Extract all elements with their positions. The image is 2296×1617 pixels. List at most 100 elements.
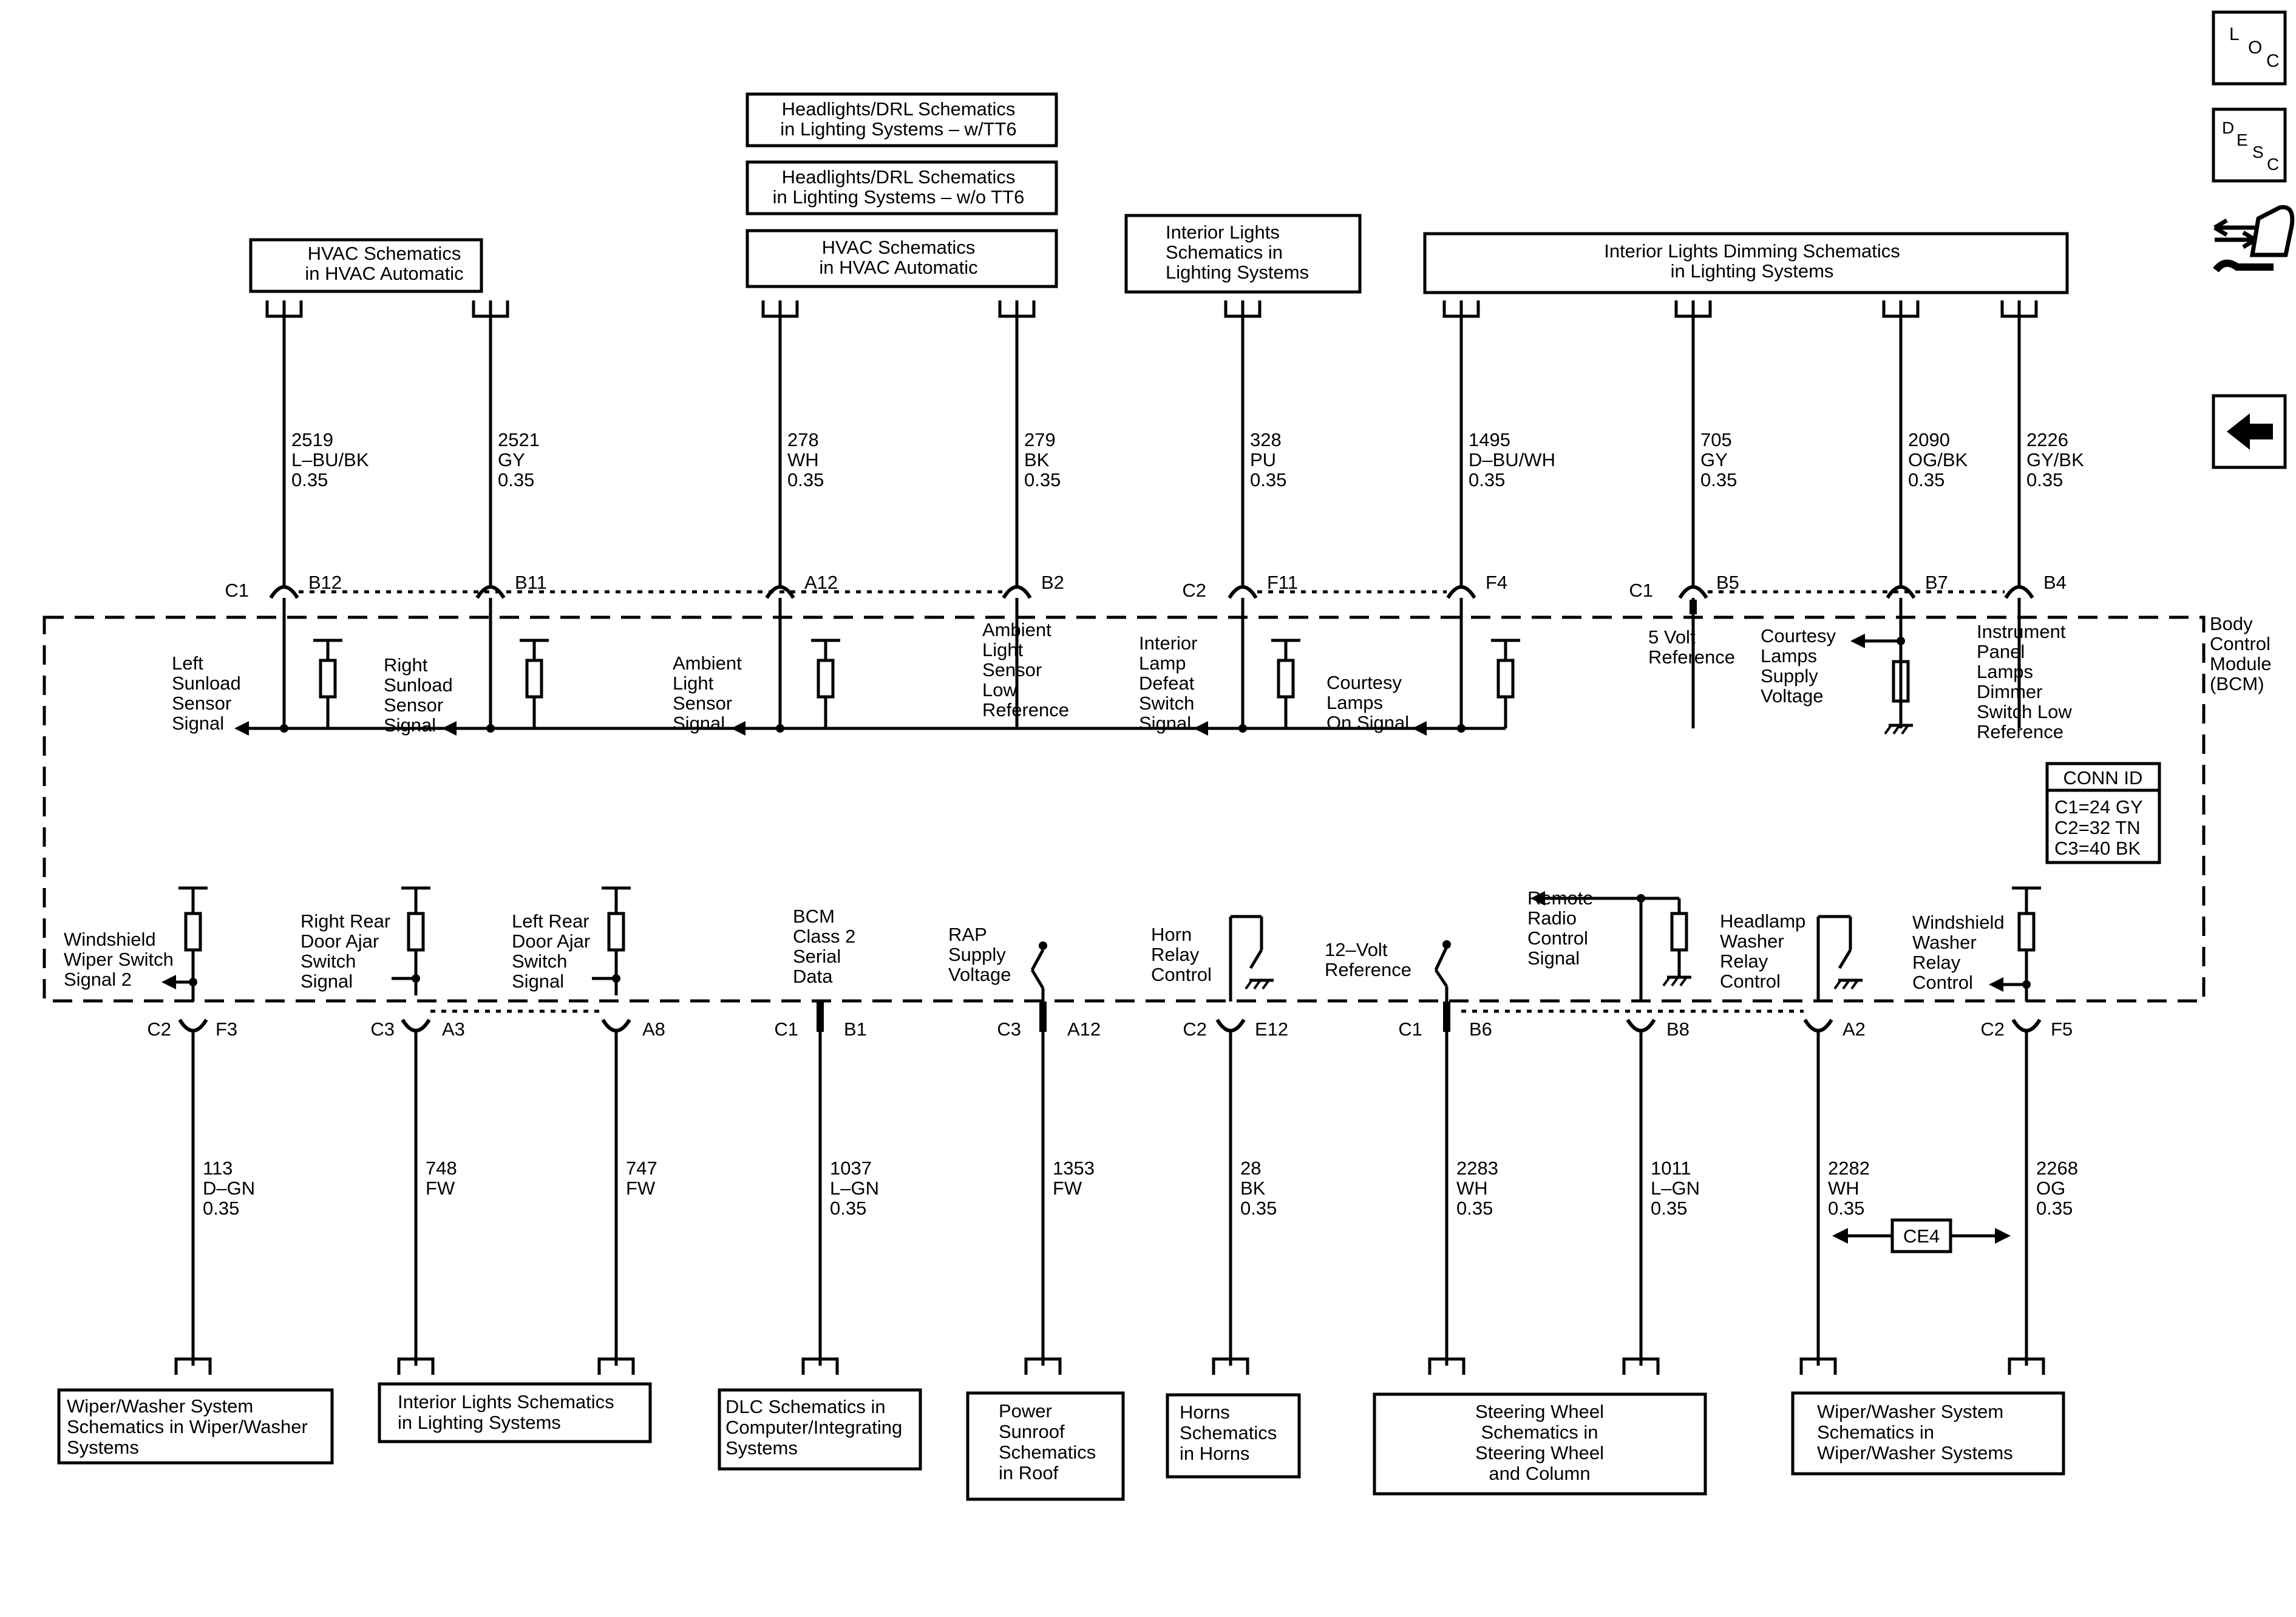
circuit-id: BK [1240,1178,1266,1199]
ref-box-text: Steering Wheel [1475,1442,1604,1463]
function-label: Right Rear [301,910,390,932]
function-label: Washer [1720,931,1784,952]
ground-symbol [1842,979,1850,990]
circuit-id: 0.35 [2026,469,2063,490]
function-label: Ambient [982,619,1051,640]
connector-id: C2 [1183,1019,1207,1040]
function-label: Signal 2 [64,969,132,990]
connector-symbol [178,1019,208,1032]
connector-symbol [1228,585,1258,599]
function-label: Sensor [982,659,1042,680]
function-label: Relay [1720,951,1768,972]
function-label: Washer [1912,932,1977,953]
double-arrow-shape [2213,218,2257,249]
function-label: Defeat [1139,673,1195,694]
function-label: Switch [1139,693,1194,714]
function-label: Signal [172,713,224,734]
circuit-id: D–GN [203,1178,255,1199]
function-label: Signal [384,714,436,736]
ref-box-text: Schematics in [1166,242,1283,263]
terminal-symbol [1442,300,1480,318]
ref-box-text: Lighting Systems [1166,262,1309,283]
terminal-symbol [1224,300,1262,318]
top-circuit-B4: 2226GY/BK0.35B4InstrumentPanelLampsDimme… [1977,300,2084,742]
function-label: Sensor [172,693,231,714]
pin-id: F4 [1486,572,1507,593]
ref-box-text: Headlights/DRL Schematics [782,166,1016,188]
circuit-id: 2519 [291,429,333,450]
resistor [1496,659,1515,699]
ref-box-text: Schematics in [1481,1422,1598,1443]
circuit-id: 2283 [1456,1158,1498,1179]
circuit-id: 2090 [1908,429,1950,450]
circuit-id: 747 [626,1158,657,1179]
circuit-id: 0.35 [291,469,328,490]
pin-id: B12 [308,572,342,593]
function-label: Reference [1977,721,2063,742]
circuit-id: 0.35 [1469,469,1505,490]
circuit-id: WH [787,449,819,470]
conn-id-line: C1=24 GY [2054,796,2143,818]
connector-symbol [2004,585,2034,599]
circuit-id: WH [1456,1178,1488,1199]
connector-symbol [1215,1019,1246,1032]
back-button[interactable] [2212,394,2287,469]
pin-symbol [817,1002,824,1032]
connector-harness-icon[interactable] [2213,205,2295,273]
circuit-id: GY/BK [2026,449,2084,470]
function-label: Data [793,966,833,987]
circuit-id: 0.35 [1240,1198,1277,1219]
resistor [817,659,835,699]
function-label: RAP [948,924,987,945]
ground-symbol [1662,976,1671,987]
loc-button[interactable]: LOC [2212,10,2287,86]
terminal-symbol [1799,1357,1837,1375]
bcm-label: Control [2210,633,2271,654]
function-label: Reference [1325,959,1411,980]
connector-symbol [1626,1019,1656,1032]
function-label: Ambient [673,653,742,674]
ref-box-dlc[interactable]: DLC Schematics inComputer/IntegratingSys… [718,1388,922,1471]
ref-box-frame [746,229,1058,288]
terminal-symbol [597,1357,635,1375]
resistor [607,912,625,952]
terminal-symbol [1882,300,1920,318]
circuit-id: 0.35 [2036,1198,2073,1219]
ref-box-frame [746,92,1058,147]
resistor [319,659,337,699]
function-label: 5 Volt [1648,626,1696,648]
conn-id-title: CONN ID [2063,767,2143,788]
circuit-id: 748 [426,1158,457,1179]
ce4-arrow-head-right [1995,1228,2011,1244]
terminal-symbol [174,1357,212,1375]
signal-arrow [1850,634,1865,648]
function-label: Serial [793,946,841,967]
ref-box-text: HVAC Schematics [308,243,461,264]
function-label: Control [1527,927,1588,949]
function-label: Signal [512,971,564,992]
signal-arrow [161,975,176,989]
ref-box-text: Schematics in Wiper/Washer [67,1416,308,1437]
ground-symbol [1253,979,1262,990]
ref-box-text: HVAC Schematics [822,237,976,258]
ref-box-text: Computer/Integrating [725,1417,902,1438]
